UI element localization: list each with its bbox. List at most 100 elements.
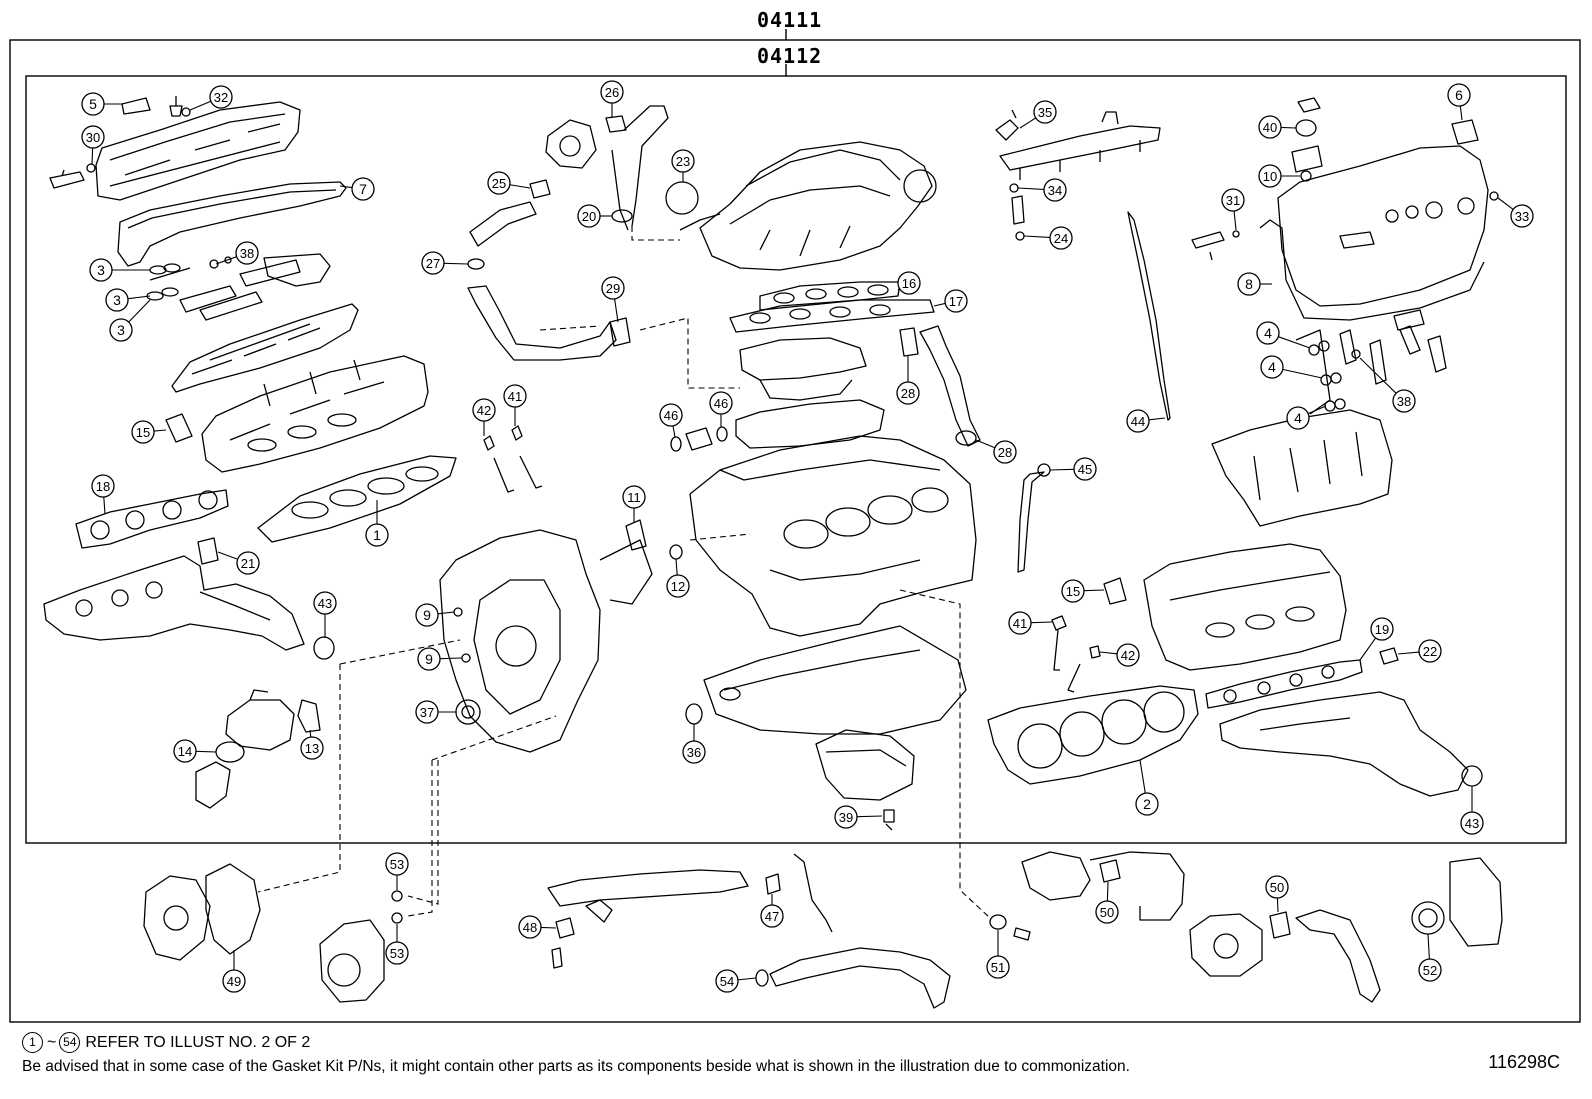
part-53-o-ring-upper[interactable] (391, 890, 403, 902)
cylinder-block[interactable] (689, 435, 977, 637)
callout-circle[interactable] (313, 591, 337, 615)
callout-circle[interactable] (986, 955, 1010, 979)
callout-circle[interactable] (896, 381, 920, 405)
part-13-gasket[interactable] (297, 699, 321, 733)
callout-circle[interactable] (897, 271, 921, 295)
callout-12[interactable]: 12 (666, 558, 690, 598)
callout-circle[interactable] (385, 852, 409, 876)
callout-4[interactable]: 4 (1286, 405, 1327, 430)
callout-circle[interactable] (1049, 226, 1073, 250)
callout-41[interactable]: 41 (1008, 611, 1053, 635)
callout-circle[interactable] (671, 149, 695, 173)
assembly-code-inner[interactable]: 04112 (757, 44, 823, 68)
callout-7[interactable]: 7 (339, 177, 375, 201)
right-exhaust-manifold[interactable] (1219, 691, 1469, 797)
oil-filler-neck[interactable] (1291, 145, 1323, 173)
part-46-o-ring-right[interactable] (716, 426, 728, 442)
part-28-gasket-lower[interactable] (955, 430, 977, 446)
part-22-gasket[interactable] (1379, 647, 1399, 665)
callout-5[interactable]: 5 (81, 92, 122, 116)
callout-circle[interactable] (1126, 409, 1150, 433)
callout-33[interactable]: 33 (1497, 197, 1534, 228)
callout-circle[interactable] (601, 276, 625, 300)
callout-circle[interactable] (472, 398, 496, 422)
callout-4[interactable]: 4 (1256, 321, 1311, 349)
part-32-bolt[interactable] (169, 96, 183, 117)
left-cam-sensor[interactable] (49, 169, 85, 189)
oil-cooler-pipe[interactable] (547, 869, 749, 923)
part-45-hose[interactable] (1017, 471, 1045, 573)
callout-circle[interactable] (1286, 406, 1310, 430)
part-37-oil-seal-inner[interactable] (461, 705, 475, 719)
callout-circle[interactable] (600, 80, 624, 104)
vacuum-line[interactable] (679, 213, 721, 231)
callout-47[interactable]: 47 (760, 894, 784, 928)
part-4-seals[interactable] (1295, 329, 1346, 415)
part-25-gasket[interactable] (529, 179, 551, 199)
callout-52[interactable]: 52 (1418, 933, 1442, 982)
part-15-gasket-right[interactable] (1103, 577, 1127, 605)
oil-pan-lower[interactable] (815, 729, 915, 801)
callout-30[interactable]: 30 (81, 125, 105, 166)
callout-circle[interactable] (421, 251, 445, 275)
callout-circle[interactable] (682, 740, 706, 764)
callout-8[interactable]: 8 (1237, 272, 1272, 296)
egr-valve-lower[interactable] (1189, 913, 1263, 977)
part-15-gasket[interactable] (165, 413, 193, 443)
callout-circle[interactable] (131, 420, 155, 444)
callout-13[interactable]: 13 (300, 729, 324, 760)
callout-circle[interactable] (518, 915, 542, 939)
callout-circle[interactable] (81, 125, 105, 149)
egr-pipe-lower[interactable] (467, 285, 617, 361)
part-1-cylinder-head-gasket[interactable] (257, 455, 457, 543)
callout-15[interactable]: 15 (131, 420, 167, 444)
callout-circle[interactable] (235, 241, 259, 265)
part-50-gasket-lower[interactable] (1269, 911, 1291, 939)
callout-circle[interactable] (659, 403, 683, 427)
part-5-grommet[interactable] (121, 97, 151, 115)
callout-circle[interactable] (222, 969, 246, 993)
callout-circle[interactable] (1392, 389, 1416, 413)
part-19-exhaust-manifold-gasket[interactable] (1205, 659, 1363, 709)
water-pipe-28[interactable] (919, 325, 981, 447)
egr-pipe-upper[interactable] (623, 105, 669, 227)
part-23-gasket[interactable] (665, 181, 699, 215)
callout-49[interactable]: 49 (222, 950, 246, 993)
part-39-drain-plug[interactable] (883, 809, 895, 831)
left-cam-bearing-caps[interactable] (179, 253, 331, 321)
callout-2[interactable]: 2 (1135, 759, 1159, 816)
right-cam-bearing-caps[interactable] (1339, 309, 1447, 385)
callout-26[interactable]: 26 (600, 80, 624, 118)
callout-37[interactable]: 37 (415, 700, 456, 724)
callout-36[interactable]: 36 (682, 724, 706, 764)
right-cylinder-head[interactable] (1143, 543, 1347, 671)
part-31-o-ring[interactable] (1232, 230, 1240, 238)
water-outlet-pipe[interactable] (735, 399, 885, 449)
callout-46[interactable]: 46 (659, 403, 683, 438)
callout-circle[interactable] (105, 288, 129, 312)
part-51-bolt[interactable] (1013, 927, 1031, 941)
callout-circle[interactable] (993, 440, 1017, 464)
callout-28[interactable]: 28 (975, 439, 1017, 464)
callout-54[interactable]: 54 (715, 969, 757, 993)
timing-chain-cover[interactable] (439, 529, 653, 753)
oil-filler-cap-40[interactable] (1297, 97, 1321, 113)
callout-21[interactable]: 21 (217, 551, 260, 575)
water-inlet-pipe[interactable] (195, 761, 231, 809)
callout-circle[interactable] (834, 805, 858, 829)
callout-circle[interactable] (1418, 958, 1442, 982)
valves-left-bank[interactable] (483, 425, 543, 493)
callout-circle[interactable] (666, 574, 690, 598)
callout-19[interactable]: 19 (1359, 617, 1394, 661)
part-52-oil-seal-inner[interactable] (1418, 908, 1438, 928)
part-11-gasket[interactable] (625, 519, 647, 551)
callout-23[interactable]: 23 (671, 149, 695, 182)
callout-38[interactable]: 38 (215, 241, 259, 265)
water-inlet-housing[interactable] (225, 689, 295, 751)
part-46-o-ring-left[interactable] (670, 436, 682, 452)
part-49-water-pump-gasket[interactable] (205, 863, 261, 955)
callout-10[interactable]: 10 (1258, 164, 1300, 188)
water-pump[interactable] (143, 875, 211, 961)
callout-circle[interactable] (1135, 792, 1159, 816)
part-7-inner-line[interactable] (127, 189, 337, 229)
